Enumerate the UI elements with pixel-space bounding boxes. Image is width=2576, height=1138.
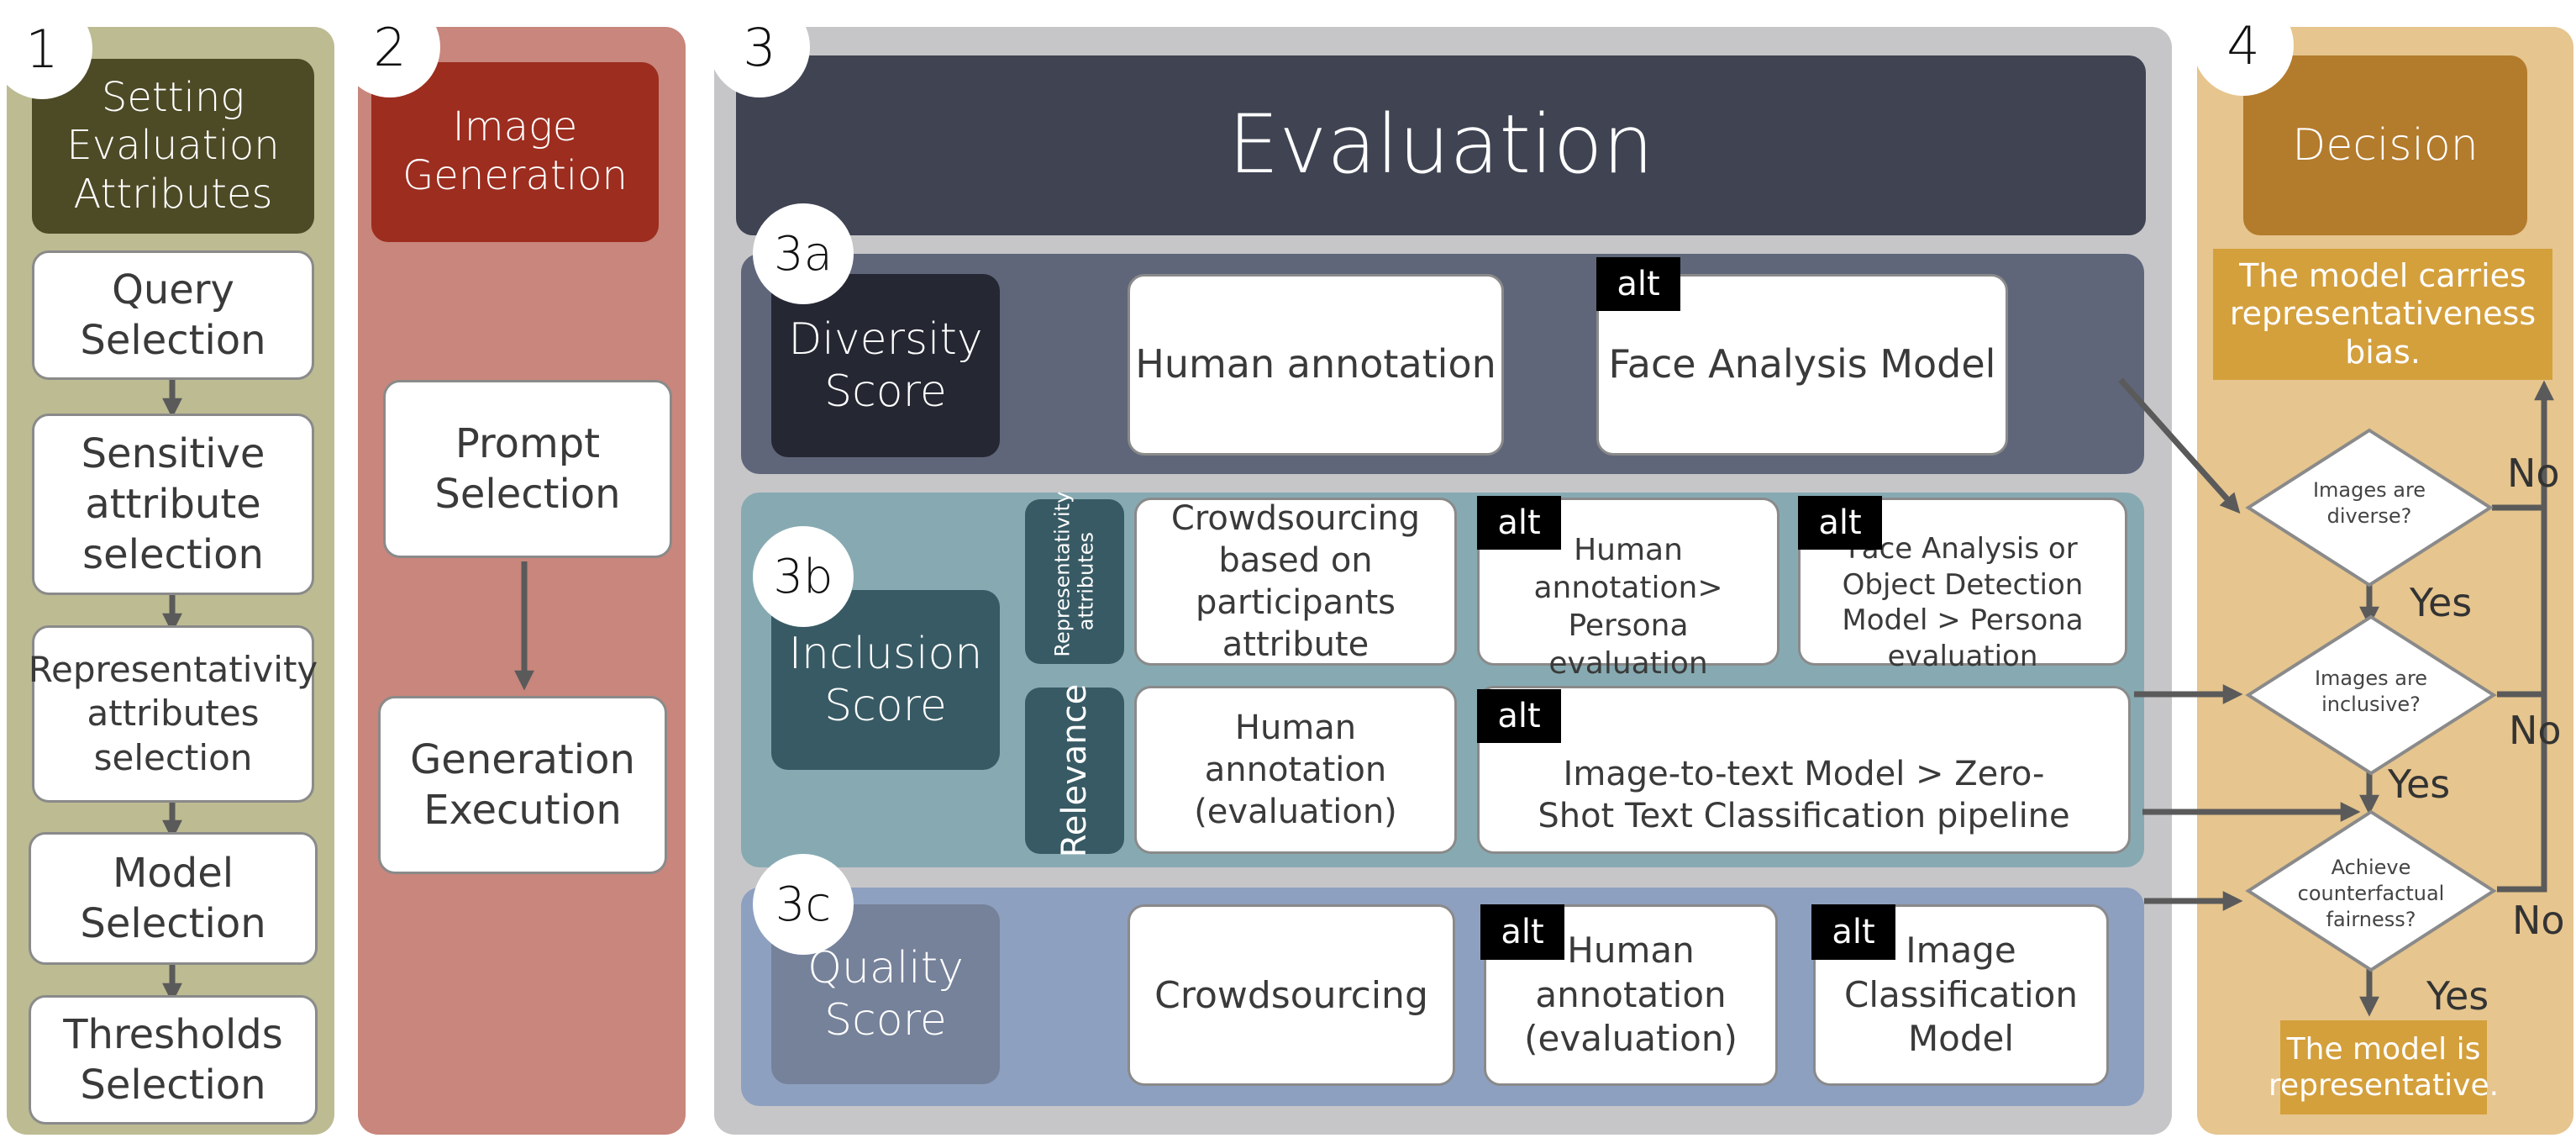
step-number-3c: 3c (753, 854, 854, 955)
yes-label: Yes (2426, 973, 2489, 1019)
decision-diamond-inclusive: Images are inclusive? (2245, 614, 2497, 777)
yes-label: Yes (2410, 580, 2473, 625)
alt-tag: alt (1480, 904, 1564, 960)
query-selection-step: Query Selection (32, 250, 314, 380)
step-number-1: 1 (0, 0, 92, 99)
no-label: No (2509, 708, 2562, 753)
generation-execution-step: Generation Execution (378, 696, 667, 874)
step-number-2: 2 (339, 0, 440, 97)
evaluation-header: Evaluation (736, 55, 2146, 235)
decision-header: Decision (2243, 55, 2527, 235)
bias-result-note: The model carries representativeness bia… (2213, 249, 2552, 380)
column-2-header: Image Generation (371, 62, 659, 242)
sensitive-attribute-step: Sensitive attribute selection (32, 414, 314, 595)
representative-result-note: The model is representative. (2268, 1020, 2499, 1114)
step-number-3a: 3a (753, 203, 854, 304)
diversity-human-annotation: Human annotation (1128, 274, 1504, 456)
step-number-4: 4 (2193, 0, 2294, 96)
thresholds-selection-step: Thresholds Selection (29, 995, 318, 1125)
inclusion-human-evaluation: Human annotation (evaluation) (1134, 686, 1457, 854)
alt-tag: alt (1477, 496, 1561, 550)
diamond-question: Images are diverse? (2312, 478, 2426, 529)
step-number-3b: 3b (753, 526, 854, 627)
column-1-header: Setting Evaluation Attributes (32, 59, 314, 234)
relevance-label: Relevance (1025, 684, 1124, 857)
inclusion-score-title: Inclusion Score (771, 590, 1000, 770)
diamond-question: Images are inclusive? (2314, 666, 2428, 717)
arrow-diversity-to-q1 (2118, 377, 2241, 514)
decision-diamond-diverse: Images are diverse? (2245, 427, 2494, 588)
step-number-3: 3 (709, 0, 810, 97)
quality-crowdsourcing: Crowdsourcing (1128, 904, 1455, 1086)
no-label: No (2507, 450, 2560, 496)
alt-tag: alt (1811, 904, 1895, 960)
diamond-question: Achieve counterfactual fairness? (2297, 856, 2445, 932)
line-q3-no (2497, 508, 2547, 893)
representativity-attributes-step: Representativity attributes selection (29, 625, 318, 803)
quality-human-evaluation: Human annotation (evaluation) (1484, 904, 1778, 1086)
prompt-selection-step: Prompt Selection (383, 380, 672, 558)
alt-tag: alt (1596, 257, 1680, 311)
diversity-score-title: Diversity Score (771, 274, 1000, 457)
alt-tag: alt (1798, 496, 1882, 550)
representativity-attributes-label: Representativity attributes (1025, 492, 1124, 664)
inclusion-face-object-persona: Face Analysis or Object Detection Model … (1798, 498, 2127, 673)
inclusion-zero-shot-pipeline: Image-to-text Model > Zero-Shot Text Cla… (1477, 686, 2131, 854)
decision-diamond-counterfactual: Achieve counterfactual fairness? (2245, 809, 2497, 973)
model-selection-step: Model Selection (29, 832, 318, 965)
inclusion-crowdsourcing: Crowdsourcing based on participants attr… (1134, 498, 1457, 666)
alt-tag: alt (1477, 689, 1561, 743)
yes-label: Yes (2388, 761, 2451, 807)
no-label: No (2512, 898, 2565, 943)
